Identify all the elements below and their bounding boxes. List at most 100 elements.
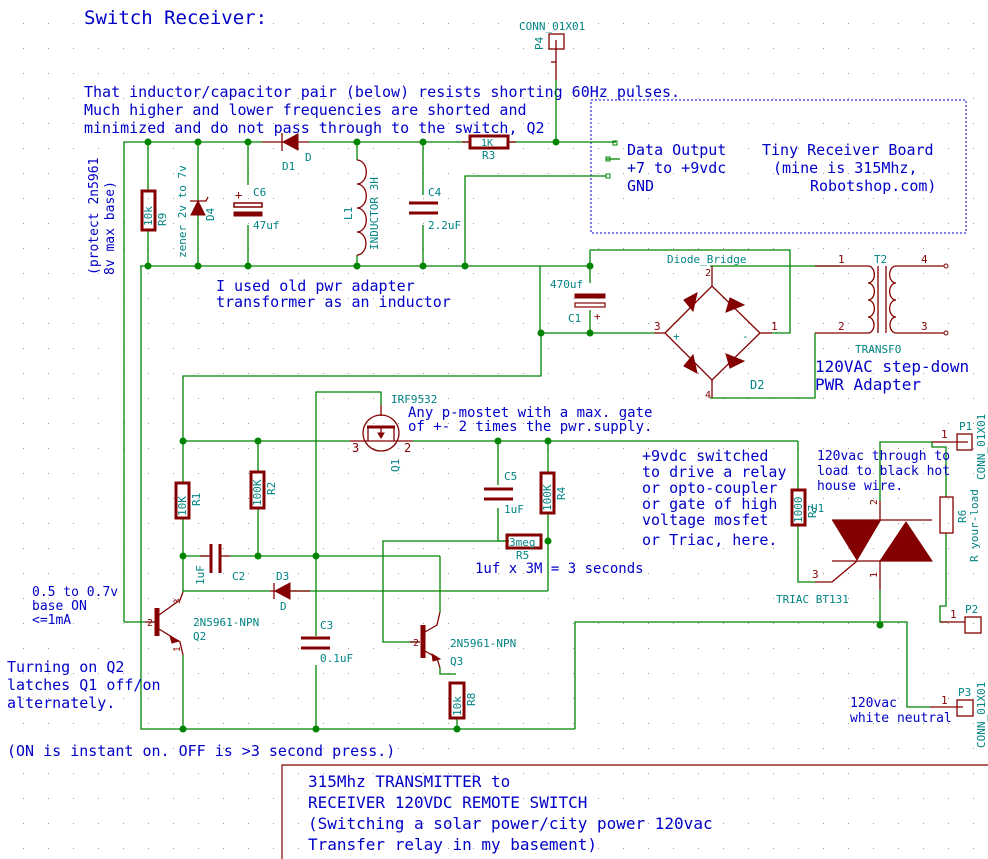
q2-pin-1: 1 — [173, 647, 183, 652]
receiver-board-labels: Data Output +7 to +9vdc GND Tiny Receive… — [627, 141, 936, 195]
capacitor-c5[interactable]: C5 1uF — [484, 470, 524, 516]
d2-pin-2: 2 — [705, 268, 711, 279]
t2-ref: T2 — [874, 253, 887, 266]
capacitor-c4[interactable]: C4 2.2uF — [409, 186, 461, 232]
d2-pin-3: 3 — [654, 320, 661, 333]
resistor-r2[interactable]: 100K R2 — [249, 470, 278, 510]
resistor-r6[interactable]: R6 R your-load — [939, 489, 981, 562]
resistor-r4[interactable]: 100K R4 — [539, 471, 568, 515]
triac-u1[interactable]: 3 2 1 TRIAC BT131 — [776, 499, 933, 606]
resistor-r3[interactable]: 1K R3 — [462, 134, 516, 162]
receiver-line3: Robotshop.com) — [810, 177, 936, 195]
latch-note: latches Q1 off/on — [7, 676, 161, 694]
r8-value: 10k — [451, 696, 464, 716]
r4-ref: R4 — [555, 486, 568, 500]
note-line: to drive a relay — [642, 463, 787, 481]
r3-value: 1K — [481, 138, 493, 149]
diode-d3[interactable]: D3 D — [270, 570, 310, 613]
diode-bridge-d2[interactable]: Diode_Bridge D2 3 1 2 4 + - — [654, 253, 778, 401]
d2-minus: - — [742, 330, 749, 343]
p3-ref: P3 — [958, 686, 971, 699]
inductor-l1[interactable]: L1 INDUCTOR 3H — [342, 159, 381, 256]
l1-ref: L1 — [342, 207, 355, 220]
resistor-r9[interactable]: 10k R9 — [140, 189, 169, 232]
capacitor-c1[interactable]: 470uf C1 + — [550, 278, 606, 325]
c1-value: 470uf — [550, 278, 583, 291]
receiver-line2: (mine is 315Mhz, — [773, 159, 918, 177]
resistor-r7[interactable]: 1000 R7 U1 — [790, 488, 824, 527]
capacitor-c2[interactable]: 1uF C2 — [194, 544, 245, 585]
transistor-q3[interactable]: 2 2N5961-NPN Q3 — [410, 611, 516, 669]
note-line: house wire. — [817, 479, 903, 494]
r8-ref: R8 — [465, 693, 478, 706]
d1-value: D — [305, 151, 312, 164]
p4-ref: P4 — [533, 36, 546, 50]
r9-ref: R9 — [156, 213, 169, 226]
p2-ref: P2 — [965, 603, 978, 616]
latch-note: alternately. — [7, 694, 115, 712]
q3-ref: Q3 — [450, 655, 463, 668]
capacitor-c3[interactable]: C3 0.1uF — [301, 619, 353, 665]
transformer-t2[interactable]: T2 TRANSFO 1 2 3 4 — [815, 253, 949, 356]
connector-p1[interactable]: 1 P1 CONN_01X01 — [932, 414, 988, 480]
c6-plus: + — [235, 188, 242, 202]
note-line: Much higher and lower frequencies are sh… — [84, 101, 527, 119]
r4-value: 100K — [541, 484, 554, 511]
note-line: 8v max base) — [103, 181, 118, 275]
latch-note: Turning on Q2 — [7, 658, 124, 676]
title-block-line: RECEIVER 120VDC REMOTE SWITCH — [308, 793, 587, 812]
r6-value: R your-load — [968, 489, 981, 562]
p3-pin: 1 — [941, 694, 948, 707]
q3-pin-2: 2 — [413, 638, 419, 649]
p3-value: CONN_01X01 — [975, 682, 988, 748]
zener-d4[interactable]: zener 2v to 7v D4 — [176, 165, 217, 258]
diode-d1[interactable]: D1 D — [262, 133, 312, 173]
d3-ref: D3 — [276, 570, 289, 583]
t2-pin-3: 3 — [921, 320, 928, 333]
p2-pin: 1 — [950, 608, 957, 621]
title-block-line: (Switching a solar power/city power 120v… — [308, 814, 713, 833]
title-block-line: Transfer relay in my basement) — [308, 835, 597, 854]
inductor-used-note: transformer as an inductor — [216, 293, 451, 311]
r7-ref: R7 — [806, 505, 819, 518]
note-line: voltage mosfet — [642, 511, 768, 529]
title-block-line: 315Mhz TRANSMITTER to — [308, 772, 510, 791]
r2-ref: R2 — [265, 482, 278, 495]
d2-pin-4: 4 — [705, 390, 711, 401]
resistor-r1[interactable]: 10K R1 — [174, 481, 203, 520]
note-line: That inductor/capacitor pair (below) res… — [84, 83, 680, 101]
c3-ref: C3 — [320, 619, 333, 632]
receiver-title: Tiny Receiver Board — [762, 141, 934, 159]
c6-ref: C6 — [253, 186, 266, 199]
capacitor-c6[interactable]: + C6 47uf — [233, 186, 280, 232]
base-on-note: <=1mA — [32, 613, 71, 628]
r6-ref: R6 — [956, 510, 969, 523]
r5-ref: R5 — [516, 549, 529, 562]
d4-value: zener 2v to 7v — [176, 165, 189, 258]
protect-note: (protect 2n5961 8v max base) — [87, 158, 118, 275]
on-off-note: (ON is instant on. OFF is >3 second pres… — [7, 742, 395, 760]
note-line: minimized and do not pass through to the… — [84, 119, 545, 137]
mosfet-q1[interactable]: IRF9532 Q1 3 2 — [350, 393, 437, 472]
q2-pin-2: 2 — [147, 618, 153, 629]
resistor-r8[interactable]: 10k R8 — [448, 681, 478, 720]
transistor-q2[interactable]: 2 3 1 2N5961-NPN Q2 — [145, 591, 259, 656]
c4-value: 2.2uF — [428, 219, 461, 232]
load-note: 120vac through to load to black hot hous… — [817, 449, 950, 494]
connector-p2[interactable]: 1 P2 — [940, 603, 982, 634]
connector-p4[interactable]: CONN_01X01 P4 — [519, 20, 585, 80]
q2-pin-3: 3 — [173, 599, 183, 604]
note-line: (protect 2n5961 — [87, 158, 102, 275]
resistor-r5[interactable]: 3meg R5 — [505, 533, 543, 562]
title-block: 315Mhz TRANSMITTER to RECEIVER 120VDC RE… — [308, 772, 713, 854]
note-line: load to black hot — [817, 464, 950, 479]
c6-value: 47uf — [253, 219, 280, 232]
d3-value: D — [280, 600, 287, 613]
t2-pin-1: 1 — [838, 253, 845, 266]
neutral-note: white neutral — [850, 711, 952, 726]
u1-pin-1: 1 — [869, 572, 880, 578]
u1-pin-2: 2 — [869, 499, 880, 505]
connector-p3[interactable]: 1 P3 CONN_01X01 — [930, 682, 988, 748]
receiver-gnd-label: GND — [627, 177, 654, 195]
